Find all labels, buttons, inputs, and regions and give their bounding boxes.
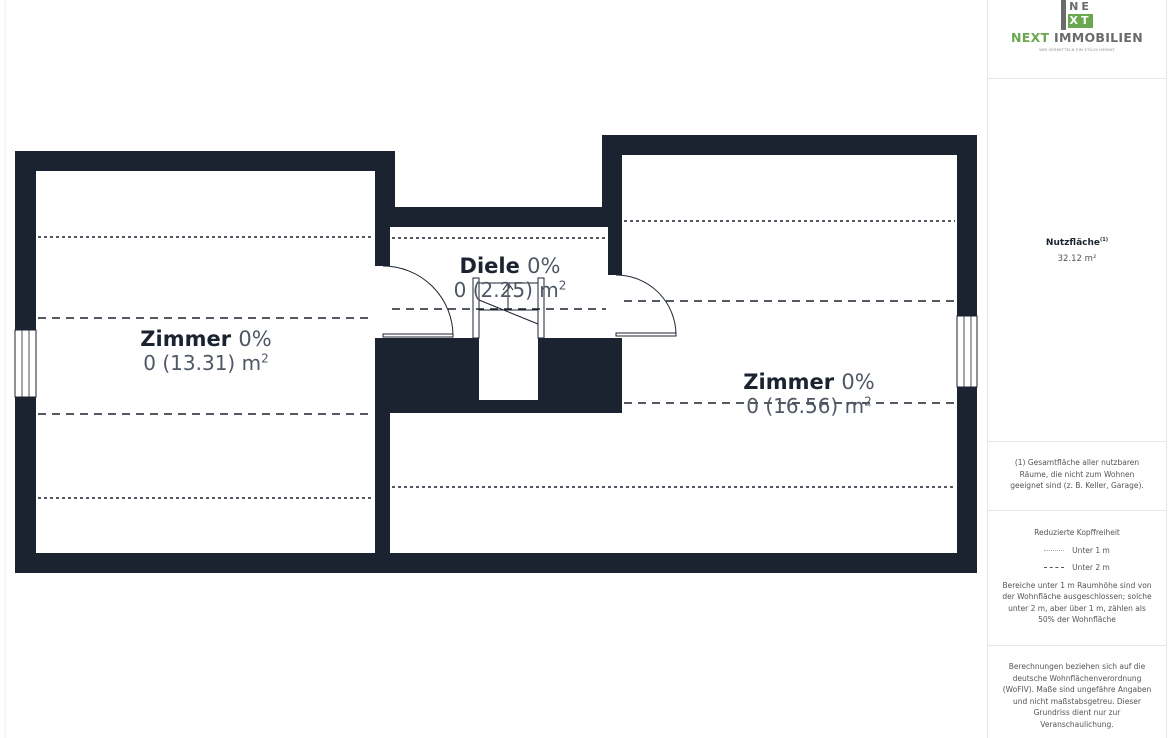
logo-word2: IMMOBILIEN [1054,30,1143,45]
window-right [956,315,978,388]
window-left [14,329,37,398]
legend-title: Reduzierte Kopffreiheit [1034,528,1120,537]
nutzflaeche-sup: (1) [1100,237,1109,243]
floor-plan [4,0,978,738]
unit-sup: 2 [558,278,567,293]
unit-sup: 2 [261,351,269,366]
room-name: Zimmer [743,370,835,394]
unit-sup: 2 [864,394,872,409]
room-percent: 0% [238,327,272,351]
footnote-text: (1) Gesamtfläche aller nutzbaren Räume, … [1010,458,1144,490]
legend-under2: Unter 2 m [1072,563,1110,572]
nutzflaeche-label: Nutzfläche [1045,238,1100,248]
legend-under1: Unter 1 m [1072,545,1110,555]
dashed-line-icon [1044,567,1065,569]
room-interiors [36,155,957,553]
room-name: Zimmer [140,327,232,351]
nutzflaeche-section: Nutzfläche(1) 32.12 m² [988,79,1166,442]
footnote-section: (1) Gesamtfläche aller nutzbaren Räume, … [988,442,1166,511]
nutzflaeche-value: 32.12 m² [1057,253,1097,264]
room-area: 0 (2.25) m [453,278,559,302]
room-name: Diele [459,254,520,278]
room-area: 0 (16.56) m [746,394,865,418]
room-label-diele: Diele 0% 0 (2.25) m2 [454,254,567,302]
legend-text: Bereiche unter 1 m Raumhöhe sind von der… [1002,580,1152,625]
doors [382,265,677,338]
logo: NE XT NEXT IMMOBILIEN WIR VERMITTELN EIN… [988,0,1166,79]
room-percent: 0% [527,254,561,278]
info-sidebar: NE XT NEXT IMMOBILIEN WIR VERMITTELN EIN… [987,0,1167,738]
logo-letters-top: NE [1069,0,1092,13]
logo-word1: NEXT [1011,30,1050,45]
disclaimer-text: Berechnungen beziehen sich auf die deuts… [1002,662,1152,729]
stairs [472,277,545,339]
logo-tagline: WIR VERMITTELN EIN STÜCK HEIMAT [1039,46,1115,52]
logo-letters-bottom: XT [1067,14,1094,28]
headroom-lines [38,220,955,499]
dotted-line-icon [1044,549,1065,551]
room-label-zimmer-left: Zimmer 0% 0 (13.31) m2 [140,327,271,375]
room-area: 0 (13.31) m [143,351,262,375]
disclaimer-section: Berechnungen beziehen sich auf die deuts… [988,646,1166,738]
legend-section: Reduzierte Kopffreiheit Unter 1 m Unter … [988,511,1166,646]
room-label-zimmer-right: Zimmer 0% 0 (16.56) m2 [743,370,874,418]
room-percent: 0% [841,370,875,394]
